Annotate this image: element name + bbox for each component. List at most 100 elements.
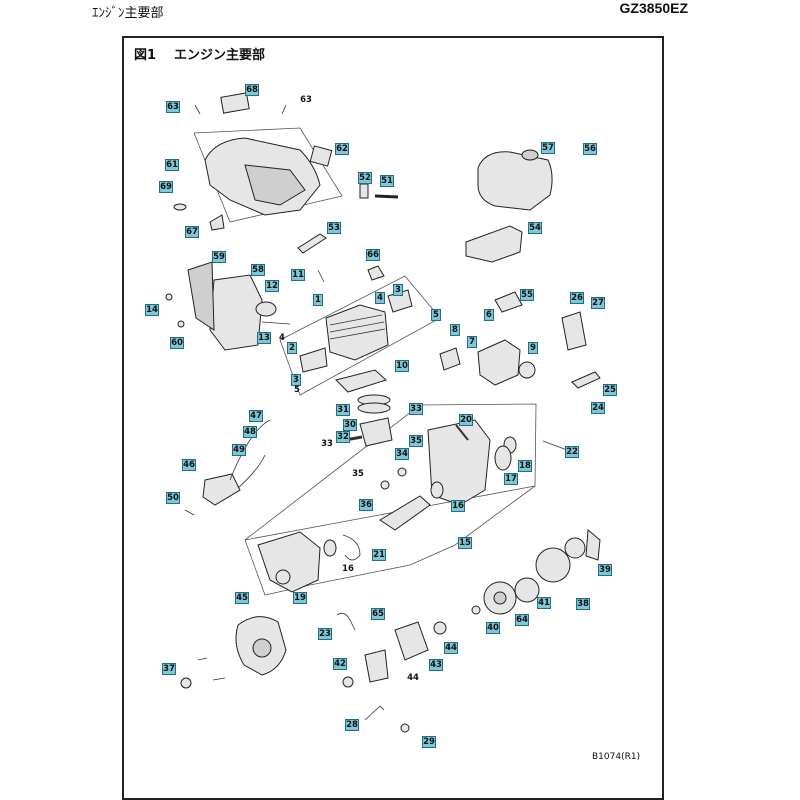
callout-box bbox=[591, 297, 605, 309]
callout-c2: 2 bbox=[287, 342, 297, 354]
callout-box bbox=[166, 101, 180, 113]
callout-c26: 26 bbox=[570, 292, 584, 304]
seal-17-part bbox=[494, 445, 512, 471]
diagram-code: B1074(R1) bbox=[592, 752, 641, 762]
callout-box bbox=[335, 143, 349, 155]
callout-c50: 50 bbox=[166, 492, 180, 504]
callout-number: 68 bbox=[246, 85, 258, 95]
callout-c28: 28 bbox=[345, 719, 359, 731]
callout-c56: 56 bbox=[583, 143, 597, 155]
knob-57-part bbox=[521, 149, 539, 161]
seal-16b-part bbox=[323, 539, 337, 557]
callout-box bbox=[366, 249, 380, 261]
callout-c24: 24 bbox=[591, 402, 605, 414]
callout-number: 20 bbox=[460, 415, 472, 425]
callout-box bbox=[520, 289, 534, 301]
handle-cable-2 bbox=[237, 454, 266, 489]
bolt-63-left bbox=[194, 104, 201, 115]
callout-box bbox=[504, 473, 518, 485]
callout-number: 45 bbox=[236, 593, 248, 603]
callout-box bbox=[598, 564, 612, 576]
callout-number: 58 bbox=[252, 265, 264, 275]
callout-number: 13 bbox=[258, 333, 270, 343]
crankcase-half-part bbox=[257, 531, 321, 593]
callout-c31: 31 bbox=[336, 404, 350, 416]
callout-c35b: 35 bbox=[352, 469, 364, 479]
callout-c66: 66 bbox=[366, 249, 380, 261]
callout-box bbox=[159, 181, 173, 193]
callout-number: 29 bbox=[423, 737, 435, 747]
callout-number: 2 bbox=[289, 343, 295, 353]
callout-c20: 20 bbox=[459, 414, 473, 426]
callout-box bbox=[409, 403, 423, 415]
seal-44-part bbox=[433, 621, 447, 635]
callout-number: 1 bbox=[315, 295, 321, 305]
callout-number: 22 bbox=[566, 447, 578, 457]
throttle-handle-part bbox=[202, 473, 241, 506]
callout-number: 46 bbox=[183, 460, 195, 470]
callout-c16b: 16 bbox=[342, 564, 354, 574]
callout-c52: 52 bbox=[358, 172, 372, 184]
callout-number: 67 bbox=[186, 227, 198, 237]
callout-box bbox=[318, 628, 332, 640]
callout-c19: 19 bbox=[293, 592, 307, 604]
callout-box bbox=[395, 448, 409, 460]
seal-19-part bbox=[275, 569, 291, 585]
callout-box bbox=[287, 342, 297, 354]
callout-number: 52 bbox=[359, 173, 371, 183]
callout-number: 41 bbox=[538, 598, 550, 608]
callout-c29: 29 bbox=[422, 736, 436, 748]
callout-box bbox=[232, 444, 246, 456]
callout-box bbox=[541, 142, 555, 154]
callout-box bbox=[395, 360, 409, 372]
callout-c27: 27 bbox=[591, 297, 605, 309]
pin-20 bbox=[455, 424, 469, 441]
callout-number: 3 bbox=[395, 285, 401, 295]
callout-box bbox=[249, 410, 263, 422]
callout-c14: 14 bbox=[145, 304, 159, 316]
bearing-35-part bbox=[380, 480, 390, 490]
callout-number: 35 bbox=[352, 469, 364, 479]
bracket-26-part bbox=[561, 311, 587, 351]
callout-box bbox=[162, 663, 176, 675]
callout-box bbox=[291, 374, 301, 386]
bolt-11 bbox=[317, 269, 325, 283]
bolt-50 bbox=[184, 509, 195, 516]
callout-box bbox=[570, 292, 584, 304]
rings-31b-part bbox=[357, 402, 391, 414]
callout-c51: 51 bbox=[380, 175, 394, 187]
callout-c15: 15 bbox=[458, 537, 472, 549]
oring-69-part bbox=[173, 203, 187, 211]
callout-number: 69 bbox=[160, 182, 172, 192]
engine-cover-inner bbox=[244, 164, 306, 206]
engine-cover-group-outline bbox=[193, 127, 343, 223]
callout-box bbox=[459, 414, 473, 426]
callout-number: 27 bbox=[592, 298, 604, 308]
callout-number: 55 bbox=[521, 290, 533, 300]
callout-c43: 43 bbox=[429, 659, 443, 671]
callout-number: 37 bbox=[163, 664, 175, 674]
callout-number: 7 bbox=[469, 337, 475, 347]
callout-box bbox=[375, 292, 385, 304]
clip-29-part bbox=[400, 723, 410, 733]
callout-c62: 62 bbox=[335, 143, 349, 155]
callout-number: 19 bbox=[294, 593, 306, 603]
callout-number: 26 bbox=[571, 293, 583, 303]
callout-box bbox=[345, 719, 359, 731]
callout-number: 34 bbox=[396, 449, 408, 459]
gasket-10-part bbox=[335, 369, 387, 393]
callout-box bbox=[484, 309, 494, 321]
callout-c41: 41 bbox=[537, 597, 551, 609]
bracket-62-part bbox=[309, 145, 333, 167]
callout-box bbox=[467, 336, 477, 348]
header-model-number: GZ3850EZ bbox=[619, 0, 688, 16]
spark-plug-66-part bbox=[367, 265, 385, 281]
callout-number: 44 bbox=[445, 643, 457, 653]
bolt-45-left bbox=[197, 657, 208, 661]
callout-c54: 54 bbox=[528, 222, 542, 234]
callout-number: 16 bbox=[342, 564, 354, 574]
callout-number: 33 bbox=[321, 439, 333, 449]
callout-box bbox=[293, 592, 307, 604]
callout-number: 43 bbox=[430, 660, 442, 670]
